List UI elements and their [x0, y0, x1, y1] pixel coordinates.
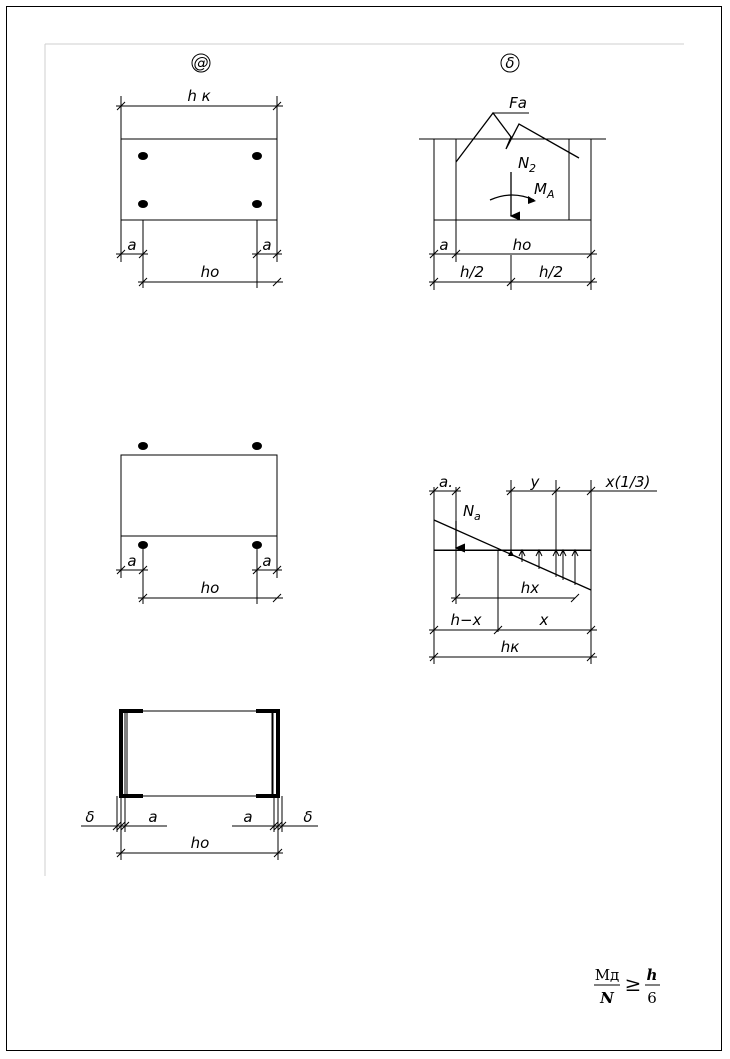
- dim-a-left: a: [127, 236, 136, 254]
- dim-a: a: [439, 236, 448, 254]
- formula-den-right: 6: [647, 989, 657, 1007]
- formula-relation: ≥: [625, 972, 642, 996]
- dim-delta-right: δ: [303, 808, 312, 826]
- formula-num-left: Mд: [595, 966, 620, 984]
- dim-a-right: a: [262, 236, 271, 254]
- dim-ho-2: ho: [201, 579, 220, 597]
- dim-a-left-2: a: [127, 552, 136, 570]
- panel-label-b: δ: [500, 53, 520, 73]
- dim-a-right-3: a: [243, 808, 252, 826]
- panel-label-a: @: [191, 53, 211, 73]
- dim-a-right-2: a: [262, 552, 271, 570]
- diagram-section-four-bars: h к a a ho: [116, 87, 283, 288]
- axial-na-sub: a: [474, 510, 481, 523]
- dim-delta-left: δ: [85, 808, 94, 826]
- dim-hk: h к: [187, 87, 210, 105]
- dim-ho: ho: [513, 236, 532, 254]
- dim-a-left-3: a: [148, 808, 157, 826]
- stress-arrows: [508, 548, 579, 585]
- diagram-section-outer-bars: a a ho: [116, 442, 283, 604]
- section-rect: [120, 138, 278, 221]
- axial-na: N: [463, 502, 474, 520]
- rebar-bottom-right-2: [252, 541, 262, 549]
- axial-n2-sub: 2: [529, 162, 536, 175]
- formula-num-right: h: [647, 966, 658, 984]
- dim-half-right: h/2: [539, 263, 563, 281]
- diagram-section-steel-angles: δ a a δ ho: [81, 709, 318, 860]
- axial-n2: N: [518, 154, 529, 172]
- rebar-bottom-left: [138, 200, 148, 208]
- dim-y: y: [530, 473, 541, 491]
- dim-x-third: x(1/3): [605, 473, 651, 491]
- page-border: [6, 6, 722, 1051]
- moment-ma: M: [534, 180, 547, 198]
- formula-den-left: N: [599, 989, 615, 1007]
- dim-hx: hx: [521, 579, 540, 597]
- dim-ho: ho: [201, 263, 220, 281]
- force-fa: Fa: [509, 94, 527, 112]
- panel-label-a-text: @: [194, 54, 209, 72]
- section-rect-3: [124, 710, 274, 797]
- dim-a-stress: a.: [439, 473, 453, 491]
- rebar-bottom-left-2: [138, 541, 148, 549]
- rebar-top-right: [252, 152, 262, 160]
- rebar-top-left-2: [138, 442, 148, 450]
- panel-label-b-text: δ: [505, 54, 514, 72]
- section-rect-2: [120, 454, 278, 537]
- dim-ho-3: ho: [191, 834, 210, 852]
- dim-x: x: [539, 611, 549, 629]
- rebar-top-right-2: [252, 442, 262, 450]
- formula-eccentricity: Mд N ≥ h 6: [594, 966, 660, 1007]
- rebar-top-left: [138, 152, 148, 160]
- dim-h-minus-x: h−x: [451, 611, 482, 629]
- diagram-loaded-section: Fa N 2 M A a ho h/2 h/2: [419, 94, 606, 290]
- moment-ma-sub: A: [546, 188, 555, 201]
- diagram-stress-distribution: a. y x(1/3) N a: [429, 473, 657, 664]
- dim-hk-stress: hк: [501, 638, 520, 656]
- dim-half-left: h/2: [460, 263, 484, 281]
- rebar-bottom-right: [252, 200, 262, 208]
